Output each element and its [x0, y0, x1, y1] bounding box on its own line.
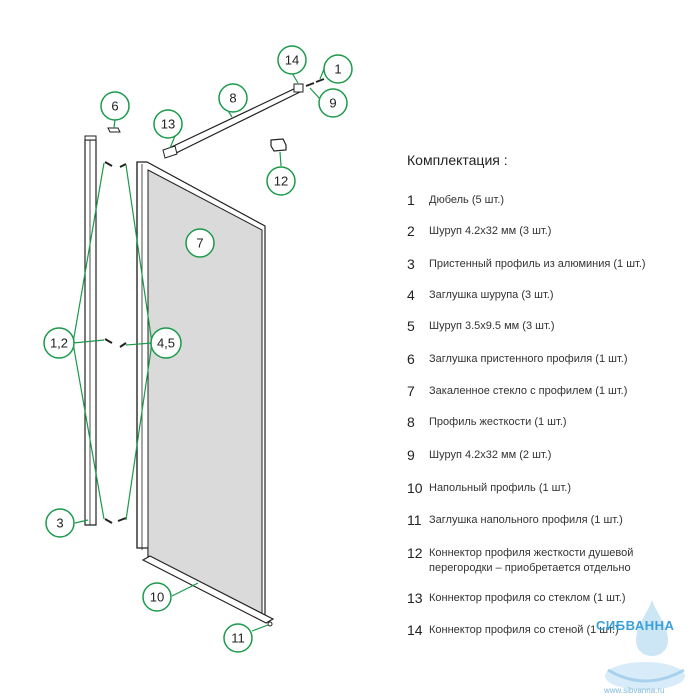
kit-item-text: Пристенный профиль из алюминия (1 шт.)	[429, 258, 646, 270]
kit-item-number: 11	[407, 512, 422, 528]
kit-item-number: 8	[407, 414, 415, 430]
glass-panel	[136, 161, 266, 621]
kit-item: 14 Коннектор профиля со стеной (1 шт.)	[407, 622, 697, 638]
floor-profile	[141, 555, 275, 624]
kit-item-number: 10	[407, 480, 423, 496]
kit-item-number: 9	[407, 447, 415, 463]
watermark-logo	[605, 600, 685, 690]
kit-item: 9 Шуруп 4.2х32 мм (2 шт.)	[407, 447, 697, 463]
stiffener-connector	[270, 138, 287, 152]
kit-item-text: Напольный профиль (1 шт.)	[429, 482, 572, 494]
kit-item-number: 1	[407, 192, 415, 208]
kit-item-number: 2	[407, 223, 415, 239]
kit-item-text: Заглушка шурупа (3 шт.)	[429, 289, 554, 301]
wall-profile-cap	[107, 127, 121, 133]
wall-connector	[293, 83, 304, 93]
kit-item-text: Коннектор профиля со стеной (1 шт.)	[429, 624, 619, 636]
callout-8: 8	[218, 83, 248, 113]
kit-item-text: Заглушка пристенного профиля (1 шт.)	[429, 353, 628, 365]
connector-screws	[305, 78, 325, 87]
svg-text:10: 10	[150, 590, 164, 605]
kit-item-text: Шуруп 3.5х9.5 мм (3 шт.)	[429, 320, 555, 332]
callout-11: 11	[223, 623, 253, 653]
svg-text:1,2: 1,2	[50, 336, 68, 351]
kit-item-number: 3	[407, 256, 415, 272]
svg-text:4,5: 4,5	[157, 336, 175, 351]
kit-item: 6 Заглушка пристенного профиля (1 шт.)	[407, 351, 697, 367]
kit-item: 3 Пристенный профиль из алюминия (1 шт.)	[407, 256, 697, 272]
kit-item-text: Закаленное стекло с профилем (1 шт.)	[429, 385, 628, 397]
kit-item-text: Шуруп 4.2х32 мм (3 шт.)	[429, 225, 552, 237]
kit-item-text: Коннектор профиля со стеклом (1 шт.)	[429, 592, 626, 604]
callout-7: 7	[185, 228, 215, 258]
kit-item-number: 7	[407, 383, 415, 399]
kit-item-text: Заглушка напольного профиля (1 шт.)	[429, 514, 623, 526]
callout-9: 9	[318, 88, 348, 118]
kit-item: 12 Коннектор профиля жесткости душевой пе…	[407, 545, 697, 576]
callout-1: 1	[323, 54, 353, 84]
kit-item-text: Коннектор профиля жесткости душевой пере…	[429, 547, 634, 574]
kit-item: 5 Шуруп 3.5х9.5 мм (3 шт.)	[407, 318, 697, 334]
callout-12: 12	[266, 166, 296, 196]
svg-text:8: 8	[229, 91, 236, 106]
svg-text:11: 11	[231, 631, 245, 646]
kit-item-number: 6	[407, 351, 415, 367]
svg-text:1: 1	[334, 62, 341, 77]
kit-item-number: 14	[407, 622, 423, 638]
svg-text:13: 13	[161, 117, 175, 132]
kit-title: Комплектация :	[407, 152, 508, 168]
screws-and-dowels	[104, 161, 127, 524]
callout-4-5: 4,5	[150, 327, 182, 359]
svg-text:12: 12	[274, 174, 288, 189]
kit-item-text: Шуруп 4.2х32 мм (2 шт.)	[429, 449, 552, 461]
svg-text:14: 14	[285, 53, 299, 68]
kit-item-number: 4	[407, 287, 415, 303]
kit-item-text: Профиль жесткости (1 шт.)	[429, 416, 567, 428]
svg-text:3: 3	[56, 516, 63, 531]
svg-text:7: 7	[196, 236, 203, 251]
kit-item: 11 Заглушка напольного профиля (1 шт.)	[407, 512, 697, 528]
kit-item-number: 5	[407, 318, 415, 334]
kit-item: 8 Профиль жесткости (1 шт.)	[407, 414, 697, 430]
watermark-brand: СИБВАННА	[596, 618, 675, 633]
kit-item: 1 Дюбель (5 шт.)	[407, 192, 697, 208]
kit-item: 7 Закаленное стекло с профилем (1 шт.)	[407, 383, 697, 399]
callout-10: 10	[142, 582, 172, 612]
kit-item: 2 Шуруп 4.2х32 мм (3 шт.)	[407, 223, 697, 239]
kit-item-number: 13	[407, 590, 423, 606]
callout-6: 6	[100, 91, 130, 121]
callout-14: 14	[277, 45, 307, 75]
kit-item: 4 Заглушка шурупа (3 шт.)	[407, 287, 697, 303]
kit-item-number: 12	[407, 545, 423, 561]
svg-text:9: 9	[329, 96, 336, 111]
kit-list: Комплектация :	[407, 152, 697, 185]
kit-item: 10 Напольный профиль (1 шт.)	[407, 480, 697, 496]
kit-item: 13 Коннектор профиля со стеклом (1 шт.)	[407, 590, 697, 606]
svg-text:6: 6	[111, 99, 118, 114]
floor-profile-cap	[267, 621, 273, 627]
callout-13: 13	[153, 109, 183, 139]
kit-item-text: Дюбель (5 шт.)	[429, 194, 505, 206]
callout-3: 3	[45, 508, 75, 538]
callout-1-2: 1,2	[43, 327, 75, 359]
watermark-url: www.sibvanna.ru	[604, 686, 665, 695]
